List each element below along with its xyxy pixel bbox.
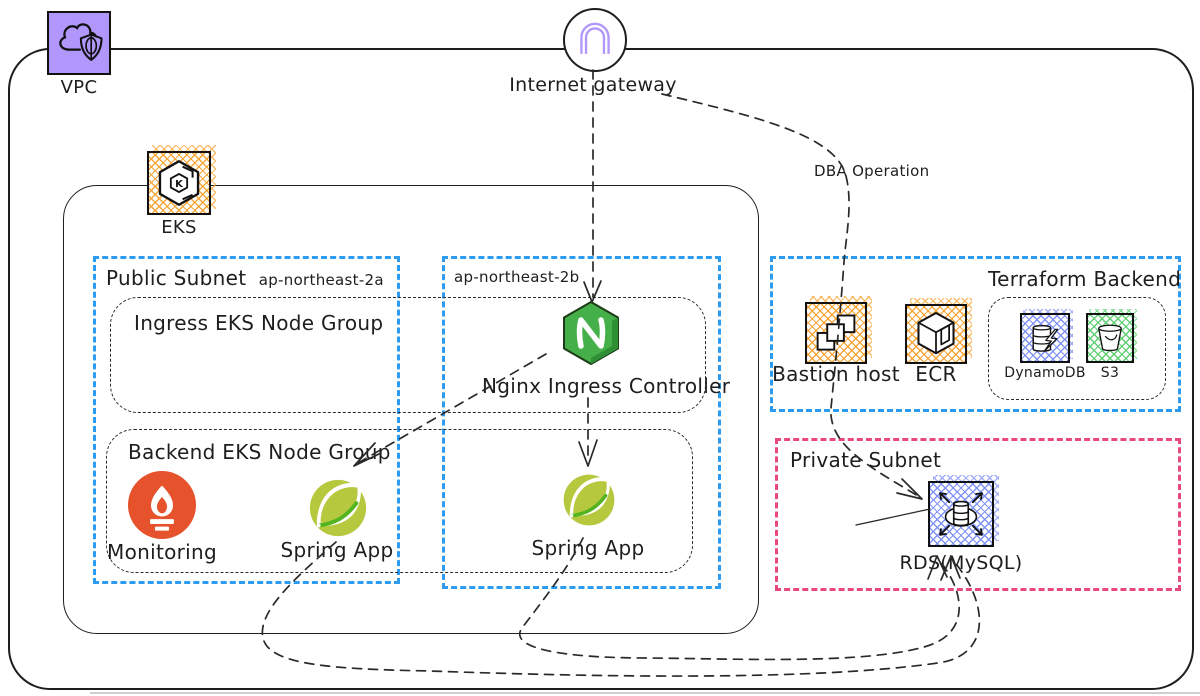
- internet-gateway-label: Internet gateway: [509, 74, 677, 96]
- internet-gateway-icon: [563, 8, 627, 72]
- dynamodb-icon: [1020, 309, 1073, 363]
- spring-app-2a-icon: [307, 477, 369, 543]
- flame-glyph: [150, 485, 174, 531]
- rds-database-glyph: [939, 492, 983, 536]
- registry-cube-glyph: [917, 311, 955, 355]
- ecr-label: ECR: [915, 362, 957, 386]
- private-subnet-title: Private Subnet: [790, 448, 942, 472]
- rds-label: RDS(MySQL): [899, 552, 1023, 574]
- eks-icon: K: [147, 145, 216, 215]
- nginx-hexagon-glyph: [563, 301, 619, 365]
- eks-label: EKS: [161, 217, 197, 238]
- bottom-divider: [90, 692, 1200, 694]
- prometheus-monitoring-icon: [128, 471, 196, 539]
- svg-text:K: K: [175, 179, 184, 190]
- instances-glyph: [816, 314, 856, 351]
- spring-leaf-glyph: [309, 479, 367, 537]
- spring-leaf-glyph: [563, 474, 615, 526]
- backend-node-group-label: Backend EKS Node Group: [128, 440, 391, 464]
- s3-label: S3: [1100, 365, 1120, 381]
- terraform-backend-title: Terraform Backend: [988, 267, 1182, 291]
- public-subnet-2a-zone: ap-northeast-2a: [258, 271, 384, 289]
- vpc-icon: [47, 11, 111, 75]
- ingress-node-group-label: Ingress EKS Node Group: [134, 311, 384, 335]
- gateway-glyph: [580, 22, 610, 54]
- bucket-glyph: [1098, 324, 1122, 352]
- terraform-state-box: [988, 297, 1166, 400]
- spring-app-2a-label: Spring App: [280, 538, 394, 562]
- public-subnet-title-text: Public Subnet: [106, 266, 247, 290]
- spring-app-2b-label: Spring App: [531, 536, 645, 560]
- bastion-host-icon: [805, 296, 872, 364]
- public-subnet-2a-title: Public Subnet ap-northeast-2a: [106, 266, 384, 290]
- bastion-host-label: Bastion host: [772, 362, 900, 386]
- monitoring-label: Monitoring: [107, 540, 217, 564]
- ecr-icon: [905, 298, 972, 364]
- public-subnet-2b-zone: ap-northeast-2b: [454, 268, 580, 286]
- nginx-icon: [559, 298, 623, 372]
- dynamodb-glyph: [1032, 325, 1059, 352]
- cloud-shield-icon: [59, 23, 103, 61]
- vpc-label: VPC: [60, 77, 98, 98]
- nginx-label: Nginx Ingress Controller: [482, 374, 731, 398]
- rds-icon: [928, 475, 999, 547]
- spring-app-2b-icon: [561, 472, 617, 532]
- eks-hexagon-glyph: K: [158, 160, 200, 206]
- dynamodb-label: DynamoDB: [1004, 365, 1086, 381]
- dba-operation-label: DBA Operation: [814, 162, 930, 180]
- s3-icon: [1086, 309, 1137, 363]
